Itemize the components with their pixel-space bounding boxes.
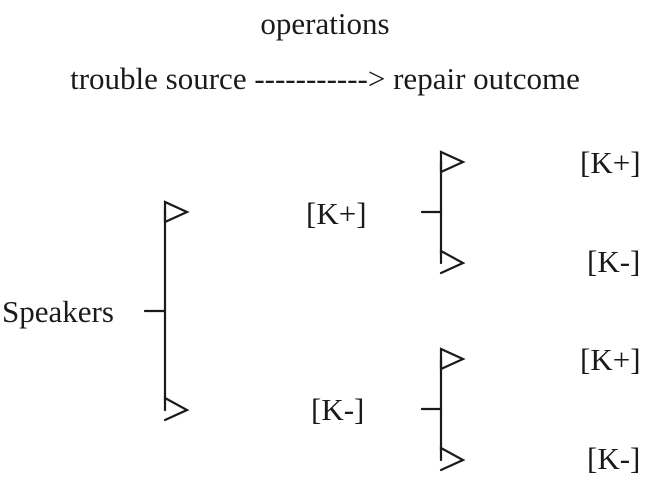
- outcome-node-k-minus-k-plus: [K+]: [580, 342, 641, 377]
- outcome-node-k-plus-k-minus: [K-]: [587, 244, 641, 279]
- branch-node-k-plus: [K+]: [306, 196, 367, 231]
- diagram-subtitle: trouble source -----------> repair outco…: [70, 61, 580, 96]
- arrow-k-plus-to-k-plus: [439, 150, 466, 174]
- arrow-to-k-plus: [163, 200, 190, 224]
- root-node-speakers: Speakers: [2, 294, 114, 329]
- outcome-node-k-minus-k-minus: [K-]: [587, 441, 641, 476]
- arrow-to-k-minus: [163, 396, 190, 422]
- arrow-k-minus-to-k-minus: [439, 446, 466, 472]
- arrow-k-minus-to-k-plus: [439, 347, 466, 371]
- arrow-k-plus-to-k-minus: [439, 249, 466, 275]
- diagram-title: operations: [260, 6, 390, 41]
- outcome-node-k-plus-k-plus: [K+]: [580, 145, 641, 180]
- branch-node-k-minus: [K-]: [311, 392, 365, 427]
